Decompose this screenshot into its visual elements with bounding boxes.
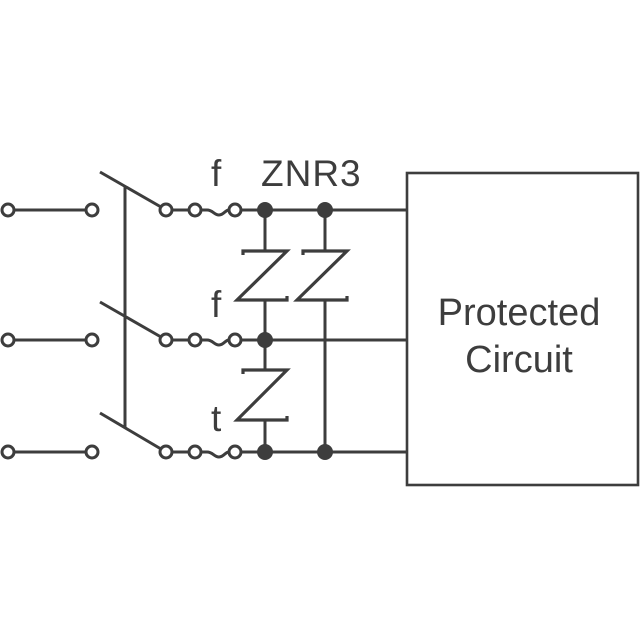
protected-circuit-label-line2: Circuit xyxy=(465,339,573,381)
fuse-terminal-1-out xyxy=(227,202,243,218)
varistor-symbol-3 xyxy=(233,368,291,422)
junction-dot-3a xyxy=(257,444,273,460)
switch-blade-3 xyxy=(99,411,162,451)
input-terminal-1-left xyxy=(0,202,16,218)
varistor-symbol-2 xyxy=(293,249,351,302)
junction-dot-2a xyxy=(257,332,273,348)
switch-contact-2 xyxy=(158,332,174,348)
fuse-terminal-2-in xyxy=(187,332,203,348)
input-terminal-3-right xyxy=(84,444,100,460)
junction-dot-3b xyxy=(317,444,333,460)
protected-circuit-label-line1: Protected xyxy=(438,292,601,334)
switch-blade-2 xyxy=(99,300,162,339)
fuse-terminal-1-in xyxy=(187,202,203,218)
switch-contact-3 xyxy=(158,444,174,460)
fuse-label-top: f xyxy=(211,153,222,194)
junction-dot-1b xyxy=(317,202,333,218)
fuse-label-bottom: t xyxy=(211,398,222,439)
fuse-element-3 xyxy=(201,450,230,459)
fuse-terminal-2-out xyxy=(227,332,243,348)
input-terminal-2-right xyxy=(84,332,100,348)
varistor-label: ZNR3 xyxy=(261,153,362,194)
input-terminal-3-left xyxy=(0,444,16,460)
fuse-terminal-3-out xyxy=(227,444,243,460)
junction-dot-1a xyxy=(257,202,273,218)
switch-contact-1 xyxy=(158,202,174,218)
fuse-element-1 xyxy=(201,208,230,217)
fuse-element-2 xyxy=(201,338,230,347)
input-terminal-2-left xyxy=(0,332,16,348)
input-terminal-1-right xyxy=(84,202,100,218)
fuse-terminal-3-in xyxy=(187,444,203,460)
switch-blade-1 xyxy=(99,170,162,209)
fuse-label-middle: f xyxy=(211,284,222,325)
protected-circuit-box xyxy=(405,171,640,487)
varistor-symbol-1 xyxy=(233,249,291,302)
